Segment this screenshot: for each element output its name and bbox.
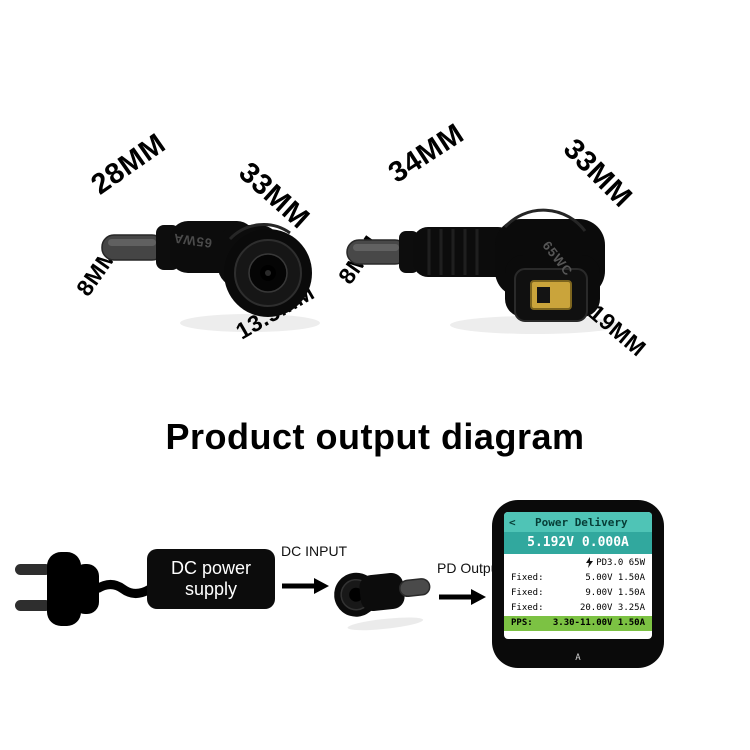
- pd-output-label: PD Output: [437, 560, 503, 576]
- dc-box-line1: DC power: [170, 558, 252, 579]
- adapter-marking-left: 65WA: [172, 231, 213, 251]
- pdo-row: Fixed: 20.00V 3.25A: [504, 601, 652, 616]
- pdo-value: 3.30-11.00V 1.50A: [552, 618, 645, 628]
- pdo-value: 9.00V 1.50A: [585, 588, 645, 598]
- pdo-row-selected: PPS: 3.30-11.00V 1.50A: [504, 616, 652, 631]
- pdo-value: 5.00V 1.50A: [585, 573, 645, 583]
- pd-protocol-row: PD3.0 65W: [504, 554, 652, 571]
- page-title: Product output diagram: [165, 416, 585, 457]
- bezel-label: A: [575, 653, 581, 663]
- pdo-label: Fixed:: [511, 573, 544, 583]
- pd-tester-screen: < Power Delivery 5.192V 0.000A PD3.0 65W…: [504, 512, 652, 639]
- pdo-row: Fixed: 9.00V 1.50A: [504, 586, 652, 601]
- pd-protocol-text: PD3.0 65W: [596, 557, 645, 568]
- dim-label-left-28mm: 28MM: [85, 127, 172, 202]
- pdo-row: Fixed: 5.00V 1.50A: [504, 571, 652, 586]
- voltage-readout: 5.192V 0.000A: [504, 532, 652, 554]
- arrow-right-icon: [439, 589, 486, 605]
- adapter-small-photo: [334, 572, 431, 631]
- arrow-right-icon: [282, 578, 329, 594]
- screen-title: Power Delivery: [534, 515, 628, 529]
- usb-c-to-dc-barrel-adapter-photo: 65WA: [101, 221, 320, 332]
- dim-label-right-34mm: 34MM: [383, 117, 470, 190]
- dc-power-supply-box: DC power supply: [147, 549, 275, 609]
- dc-box-line2: supply: [184, 579, 238, 599]
- screen-header: < Power Delivery: [504, 512, 652, 532]
- dc-input-label: DC INPUT: [281, 543, 348, 559]
- pdo-value: 20.00V 3.25A: [579, 603, 645, 613]
- pdo-label: Fixed:: [511, 603, 544, 613]
- usb-c-to-square-tip-adapter-photo: 65WC: [346, 208, 620, 334]
- pd-tester-device: < Power Delivery 5.192V 0.000A PD3.0 65W…: [492, 500, 664, 668]
- back-chevron-icon: <: [509, 515, 516, 529]
- power-plug-icon: [15, 552, 150, 626]
- pdo-label: PPS:: [511, 618, 533, 628]
- lightning-icon: [586, 557, 594, 568]
- pdo-label: Fixed:: [511, 588, 544, 598]
